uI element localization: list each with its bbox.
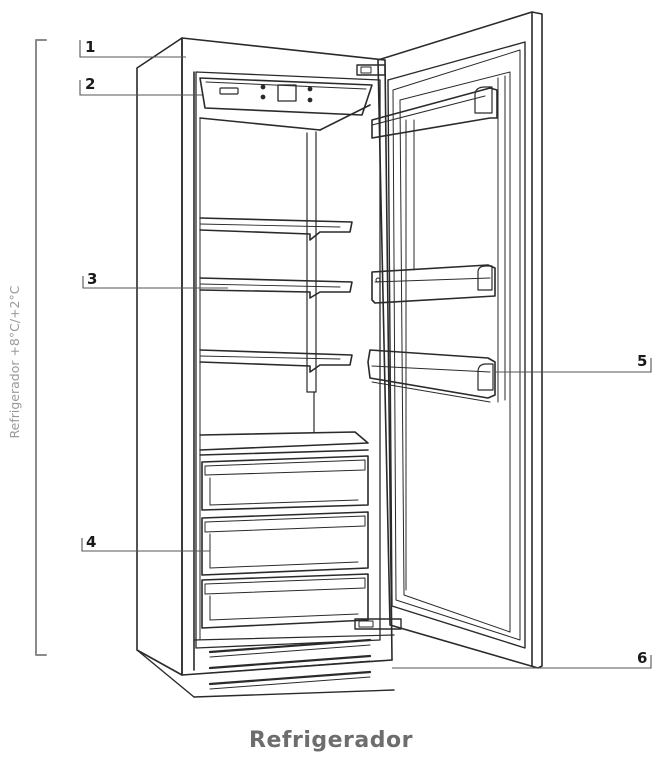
- leader-4: [81, 538, 210, 552]
- interior-frame: [195, 71, 381, 649]
- crisper-cover: [199, 431, 369, 456]
- callout-5: 5: [637, 352, 648, 370]
- callout-1: 1: [85, 38, 96, 56]
- zone-bracket: [35, 39, 47, 656]
- callout-3: 3: [87, 270, 98, 288]
- door-bins-drawing: [367, 86, 498, 403]
- vent-grille: [208, 638, 372, 690]
- leader-6: [392, 655, 652, 669]
- cabinet-body: [136, 37, 393, 676]
- callout-2: 2: [85, 75, 96, 93]
- callout-6: 6: [637, 649, 648, 667]
- leader-lines: [79, 40, 652, 669]
- shelves-drawing: [199, 217, 353, 373]
- leader-3: [82, 276, 228, 289]
- control-panel-drawing: [199, 77, 373, 116]
- shelf-rail: [306, 131, 317, 433]
- figure-caption: Refrigerador: [249, 728, 413, 753]
- leader-1: [79, 40, 186, 58]
- door-drawing: [377, 11, 543, 669]
- temperature-zone-label: Refrigerador +8°C/+2°C: [6, 285, 22, 439]
- callout-4: 4: [86, 533, 97, 551]
- leader-5: [494, 358, 652, 373]
- drawers-drawing: [201, 455, 369, 629]
- hinges-drawing: [354, 64, 402, 630]
- leader-2: [79, 80, 202, 96]
